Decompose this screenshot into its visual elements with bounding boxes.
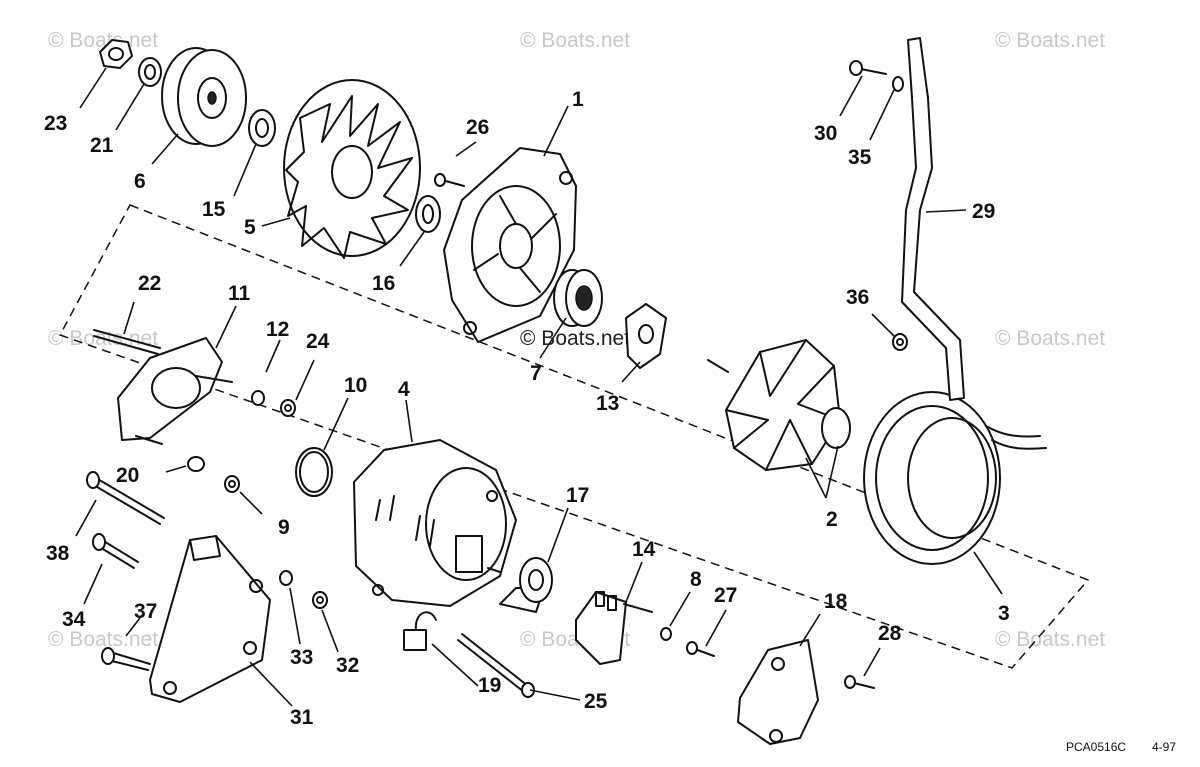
- part-11-brush-plate: [117, 337, 233, 445]
- part-10-o-ring: [295, 447, 333, 497]
- watermark-bottom-right: © Boats.net: [995, 628, 1105, 651]
- part-32-nut: [312, 591, 328, 609]
- callout-32: 32: [336, 654, 359, 677]
- callout-6: 6: [134, 170, 146, 193]
- callout-15: 15: [202, 198, 226, 221]
- part-26-screw: [434, 173, 465, 187]
- drawing-footer: PCA0516C 4-97: [1066, 740, 1176, 754]
- callout-36: 36: [846, 286, 869, 309]
- callout-7: 7: [530, 362, 542, 385]
- callout-2: 2: [826, 508, 838, 531]
- part-28-screw: [844, 675, 875, 689]
- callout-1: 1: [572, 88, 584, 111]
- callout-12: 12: [266, 318, 289, 341]
- part-33-washer: [279, 570, 293, 586]
- part-12-nut: [251, 390, 265, 406]
- part-16-seal: [415, 195, 441, 233]
- callout-20: 20: [116, 464, 139, 487]
- part-18-cover: [737, 639, 819, 745]
- part-34-bolt: [92, 533, 139, 569]
- part-8-lockwasher: [660, 627, 672, 641]
- part-2-rotor: [707, 339, 851, 471]
- callout-4: 4: [398, 378, 410, 401]
- callout-16: 16: [372, 272, 395, 295]
- callout-10: 10: [344, 374, 367, 397]
- part-5-fan: [283, 79, 421, 259]
- callout-38: 38: [46, 542, 70, 565]
- callout-31: 31: [290, 706, 314, 729]
- part-24-nut: [280, 399, 296, 417]
- callout-23: 23: [44, 112, 67, 135]
- part-20-nut: [187, 456, 205, 472]
- part-14-regulator: [575, 591, 653, 665]
- part-30-screw: [849, 60, 887, 76]
- callout-25: 25: [584, 690, 608, 713]
- callout-27: 27: [714, 584, 737, 607]
- callout-30: 30: [814, 122, 837, 145]
- callouts: 1 2 3 4 5 6 7 8 9 10 11 12 13 14 15 16 1…: [44, 88, 1010, 729]
- callout-35: 35: [848, 146, 872, 169]
- callout-18: 18: [824, 590, 848, 613]
- watermark-mid-center: © Boats.net: [520, 327, 630, 350]
- part-15-spacer: [248, 109, 276, 147]
- callout-24: 24: [306, 330, 330, 353]
- part-22-bolt: [93, 329, 161, 355]
- part-7-bearing: [553, 269, 603, 327]
- callout-21: 21: [90, 134, 114, 157]
- part-13-retainer: [625, 303, 667, 369]
- part-29-adjusting-arm: [901, 37, 965, 401]
- callout-33: 33: [290, 646, 313, 669]
- part-37-bolt: [101, 647, 151, 671]
- part-3-stator: [863, 391, 1047, 565]
- callout-29: 29: [972, 200, 995, 223]
- callout-26: 26: [466, 116, 489, 139]
- part-4-rear-housing: [353, 439, 517, 607]
- callout-28: 28: [878, 622, 902, 645]
- callout-13: 13: [596, 392, 619, 415]
- part-19-brush: [403, 611, 437, 651]
- part-23-nut: [99, 39, 133, 69]
- watermark-top-left: © Boats.net: [48, 29, 158, 52]
- watermark-top-right: © Boats.net: [995, 29, 1105, 52]
- drawing-date: 4-97: [1152, 740, 1176, 754]
- assembly-dashed-outline: [58, 204, 1090, 669]
- part-36-nut: [892, 333, 908, 351]
- part-31-bracket: [149, 535, 271, 703]
- part-35-washer: [892, 76, 904, 92]
- callout-14: 14: [632, 538, 656, 561]
- watermark-top-center: © Boats.net: [520, 29, 630, 52]
- callout-3: 3: [998, 602, 1010, 625]
- part-1-end-housing: [443, 147, 577, 343]
- callout-17: 17: [566, 484, 589, 507]
- callout-9: 9: [278, 516, 290, 539]
- callout-19: 19: [478, 674, 501, 697]
- callout-22: 22: [138, 272, 161, 295]
- drawing-code: PCA0516C: [1066, 740, 1126, 754]
- part-27-screw: [686, 641, 715, 657]
- callout-8: 8: [690, 568, 702, 591]
- callout-37: 37: [134, 600, 157, 623]
- part-9-nut: [224, 475, 240, 493]
- watermark-mid-right: © Boats.net: [995, 327, 1105, 350]
- part-6-pulley: [161, 47, 247, 147]
- part-17-insulator: [499, 557, 553, 613]
- callout-5: 5: [244, 216, 256, 239]
- callout-11: 11: [228, 282, 251, 305]
- callout-34: 34: [62, 608, 86, 631]
- part-21-washer: [138, 57, 162, 87]
- watermark-bottom-left: © Boats.net: [48, 628, 158, 651]
- leader-lines: [75, 67, 1003, 707]
- part-38-bolt: [86, 471, 165, 525]
